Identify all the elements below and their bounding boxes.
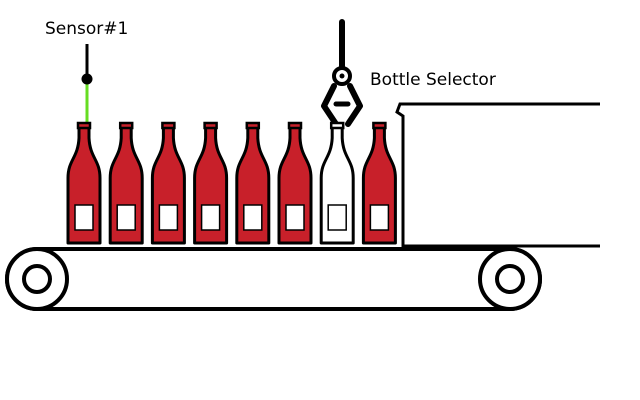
bottle-label-patch <box>327 204 347 231</box>
bottle-1-filled <box>66 121 102 245</box>
sensor-label: Sensor#1 <box>45 19 129 39</box>
bottle-selector-gripper <box>321 19 363 127</box>
bottle-label-patch <box>158 204 179 231</box>
bottle-4-filled <box>193 121 229 245</box>
bottle-selector-label: Bottle Selector <box>370 70 496 90</box>
bottle-6-filled <box>277 121 313 245</box>
bottle-label-patch <box>285 204 305 231</box>
bottle-label-patch <box>116 204 136 231</box>
bottle-label-patch <box>74 204 94 231</box>
bottle-row <box>66 121 397 245</box>
bottle-label-patch <box>243 204 263 231</box>
bottle-3-filled <box>150 121 186 245</box>
left-roller <box>5 247 69 311</box>
bottle-7-empty <box>319 121 355 245</box>
right-roller <box>478 247 542 311</box>
conveyor-belt <box>5 247 542 311</box>
bottle-2-filled <box>108 121 144 245</box>
bottle-5-filled <box>235 121 271 245</box>
bottle-8-filled <box>361 121 397 245</box>
bottle-label-patch <box>369 204 390 231</box>
sensor-1 <box>81 44 93 124</box>
bottle-label-patch <box>200 204 221 231</box>
selector-machine-housing <box>395 102 600 248</box>
